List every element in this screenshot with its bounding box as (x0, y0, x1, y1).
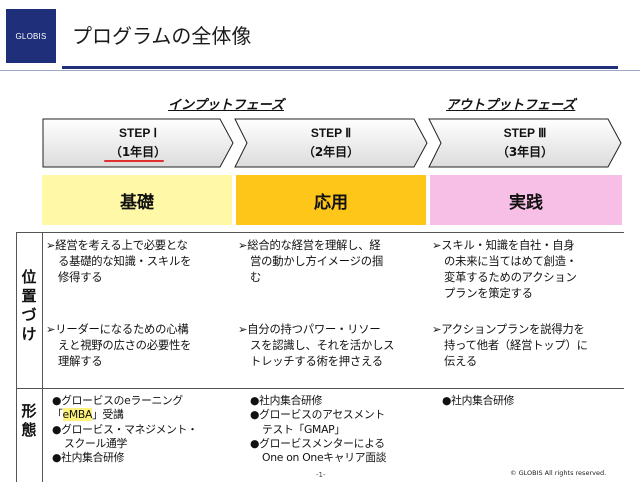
text-line: プランを策定する (444, 287, 533, 300)
list-text: 「 (52, 408, 63, 422)
form-col3-list: ●社内集合研修 (442, 394, 622, 408)
positioning-col1-point2: ➢リーダーになるための心構 えと視野の広さの必要性を 理解する (46, 322, 232, 370)
step-2-label: STEP Ⅱ (310, 126, 352, 140)
text-line: ➢総合的な経営を理解し、経 (238, 239, 381, 252)
globis-logo: GLOBIS (6, 9, 56, 63)
positioning-col1-point1: ➢経営を考える上で必要とな る基礎的な知識・スキルを 修得する (46, 238, 232, 286)
header-rule-thin (0, 70, 640, 71)
list-item: テスト「GMAP」 (262, 422, 345, 436)
positioning-col2-point2: ➢自分の持つパワー・リソー スを認識し、それを活かしス トレッチする術を押さえる (238, 322, 428, 370)
list-item: ●社内集合研修 (442, 394, 515, 407)
text-line: 修得する (58, 271, 103, 284)
text-line: む (250, 271, 262, 284)
text-line: 理解する (58, 355, 103, 368)
text-line: 変革するためのアクション (444, 271, 577, 284)
copyright: © GLOBIS All rights reserved. (510, 469, 607, 477)
text-line: ➢経営を考える上で必要とな (46, 239, 188, 252)
list-item: ●グロービスのアセスメント (250, 408, 385, 422)
table-top-line (16, 232, 624, 233)
step-3-chevron: STEP Ⅲ （3年目） (428, 118, 622, 168)
step-3-label: STEP Ⅲ (503, 126, 547, 140)
page-number: -1- (316, 471, 326, 479)
list-item: ●グロービス・マネジメント・ (52, 422, 198, 436)
row-header-positioning: 位置づけ (18, 268, 40, 344)
emba-highlight: eMBA (62, 408, 93, 422)
list-item: 「eMBA」受講 (52, 408, 234, 422)
text-line: 伝える (444, 355, 477, 368)
step-1-chevron: STEP Ⅰ （1年目） (42, 118, 234, 168)
header-rule (62, 66, 618, 69)
step-3-year: （3年目） (496, 145, 554, 159)
table-header-divider (42, 232, 43, 482)
logo-text: GLOBIS (15, 31, 47, 41)
phase-output-label: アウトプットフェーズ (446, 98, 576, 113)
text-line: ➢アクションプランを説得力を (432, 323, 585, 336)
text-line: ➢自分の持つパワー・リソー (238, 323, 381, 336)
row-header-form-text: 形態 (21, 402, 37, 439)
text-line: トレッチする術を押さえる (250, 355, 383, 368)
step-1-label: STEP Ⅰ (119, 126, 157, 140)
form-col2-list: ●社内集合研修 ●グロービスのアセスメント テスト「GMAP」 ●グロービスメン… (250, 394, 430, 465)
page-title: プログラムの全体像 (72, 24, 252, 48)
step-2-year: （2年目） (302, 145, 360, 159)
list-item: ●社内集合研修 (250, 394, 323, 407)
step-1-shape (42, 118, 234, 168)
positioning-col3-point2: ➢アクションプランを説得力を 持って他者（経営トップ）に 伝える (432, 322, 624, 370)
list-item: One on Oneキャリア面談 (262, 451, 387, 465)
table-left-line (16, 232, 17, 482)
step-2-shape (234, 118, 428, 168)
text-line: スを認識し、それを活かしス (250, 339, 395, 352)
step-3-shape (428, 118, 622, 168)
text-line: ➢リーダーになるための心構 (46, 323, 189, 336)
step-1-underline (104, 160, 164, 162)
list-item: スクール通学 (64, 436, 127, 450)
row-header-form: 形態 (18, 402, 40, 440)
text-line: る基礎的な知識・スキルを (58, 255, 192, 268)
text-line: 営の動かし方イメージの掴 (250, 255, 383, 268)
stage-basic: 基礎 (42, 175, 232, 225)
step-1-year: （1年目） (109, 145, 167, 159)
text-line: 持って他者（経営トップ）に (444, 339, 588, 352)
list-item: ●グロービスメンターによる (250, 436, 385, 450)
text-line: えと視野の広さの必要性を (58, 339, 192, 352)
text-line: ➢スキル・知識を自社・自身 (432, 239, 575, 252)
row-header-positioning-text: 位置づけ (21, 268, 37, 343)
stage-practice: 実践 (430, 175, 622, 225)
positioning-col3-point1: ➢スキル・知識を自社・自身 の未来に当てはめて創造・ 変革するためのアクション … (432, 238, 624, 302)
form-col1-list: ●グロービスのeラーニング 「eMBA」受講 ●グロービス・マネジメント・ スク… (52, 394, 234, 465)
list-item: ●グロービスのeラーニング (52, 394, 183, 407)
positioning-col2-point1: ➢総合的な経営を理解し、経 営の動かし方イメージの掴 む (238, 238, 428, 286)
list-text: 」受講 (92, 408, 124, 422)
stage-applied: 応用 (236, 175, 426, 225)
table-mid-line (16, 388, 624, 389)
list-item: ●社内集合研修 (52, 451, 125, 465)
phase-input-label: インプットフェーズ (168, 98, 284, 113)
step-2-chevron: STEP Ⅱ （2年目） (234, 118, 428, 168)
text-line: の未来に当てはめて創造・ (444, 255, 577, 268)
